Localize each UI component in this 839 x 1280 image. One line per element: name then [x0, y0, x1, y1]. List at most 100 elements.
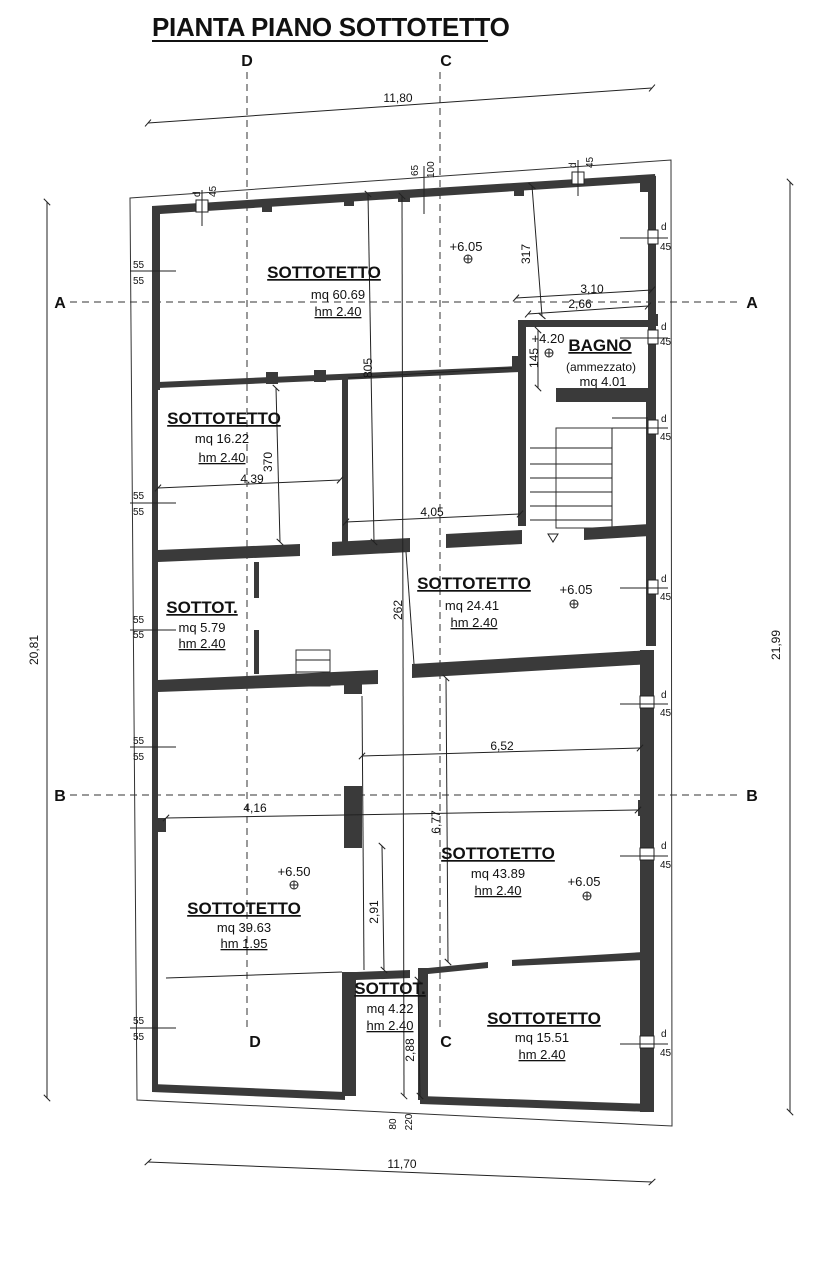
svg-text:hm 2.40: hm 2.40: [199, 450, 246, 465]
section-label-c-bottom: C: [440, 1034, 452, 1051]
dim-220: 220: [404, 1113, 415, 1130]
svg-text:45: 45: [660, 1048, 672, 1059]
dim-bottom-width: 11,70: [387, 1157, 416, 1171]
svg-text:SOTTOTETTO: SOTTOTETTO: [167, 409, 281, 428]
dim-top-width: 11,80: [383, 91, 412, 105]
svg-text:+6.05: +6.05: [450, 239, 483, 254]
dim-370: 370: [261, 452, 275, 472]
svg-text:SOTTOTETTO: SOTTOTETTO: [487, 1009, 601, 1028]
svg-text:SOTTOTETTO: SOTTOTETTO: [441, 844, 555, 863]
dim-310: 3,10: [580, 282, 604, 296]
dim-right-height: 21,99: [769, 630, 783, 660]
svg-text:mq 43.89: mq 43.89: [471, 866, 525, 881]
svg-text:hm 2.40: hm 2.40: [179, 636, 226, 651]
room-sottotetto-1: SOTTOTETTO mq 60.69 hm 2.40: [267, 263, 381, 319]
section-lines: [70, 72, 740, 1028]
dim-405: 4,05: [420, 505, 444, 519]
page-title: PIANTA PIANO SOTTOTETTO: [152, 12, 510, 42]
svg-text:SOTTOT.: SOTTOT.: [354, 979, 425, 998]
svg-text:55: 55: [133, 1032, 145, 1043]
section-label-d-top: D: [241, 53, 253, 70]
svg-text:45: 45: [585, 156, 596, 168]
room-sottotetto-4: SOTTOTETTO mq 43.89 hm 2.40: [441, 844, 555, 898]
section-label-c-top: C: [440, 53, 452, 70]
svg-text:d: d: [661, 574, 667, 585]
svg-text:hm 2.40: hm 2.40: [475, 883, 522, 898]
dim-262: 262: [391, 600, 405, 620]
svg-text:hm 2.40: hm 2.40: [451, 615, 498, 630]
svg-text:55: 55: [133, 736, 145, 747]
dim-805: 805: [361, 358, 375, 378]
svg-text:SOTTOTETTO: SOTTOTETTO: [417, 574, 531, 593]
level-icon: [569, 599, 579, 609]
room-sottotetto-6: SOTTOTETTO mq 15.51 hm 2.40: [487, 1009, 601, 1062]
level-icon: [544, 348, 554, 358]
svg-text:55: 55: [133, 276, 145, 287]
dim-145: 145: [527, 348, 541, 368]
level-icon: [289, 880, 299, 890]
dim-652: 6,52: [490, 739, 514, 753]
section-label-d-bottom: D: [249, 1034, 261, 1051]
svg-text:d: d: [661, 1029, 667, 1040]
window-labels: d 45 d 45 65 100 d 45 d 45 d 45 d 45 d 4…: [133, 156, 672, 1059]
svg-text:hm 2.40: hm 2.40: [315, 304, 362, 319]
section-label-a-right: A: [746, 295, 758, 312]
interior-dimension-lines: [154, 182, 656, 1100]
svg-text:45: 45: [660, 592, 672, 603]
svg-text:45: 45: [208, 185, 219, 197]
overall-dimension-lines: [43, 84, 794, 1186]
svg-text:d: d: [661, 322, 667, 333]
svg-text:+6.05: +6.05: [568, 874, 601, 889]
level-icon: [463, 254, 473, 264]
room-bagno: BAGNO (ammezzato) mq 4.01: [566, 336, 636, 389]
svg-text:d: d: [568, 162, 579, 168]
section-label-b-left: B: [54, 788, 66, 805]
svg-text:45: 45: [660, 432, 672, 443]
dim-439: 4,39: [240, 472, 264, 486]
svg-text:hm 1.95: hm 1.95: [221, 936, 268, 951]
svg-text:45: 45: [660, 337, 672, 348]
svg-text:mq 24.41: mq 24.41: [445, 598, 499, 613]
staircase: [530, 417, 648, 543]
svg-text:(ammezzato): (ammezzato): [566, 360, 636, 374]
dim-416: 4,16: [243, 801, 267, 815]
svg-text:45: 45: [660, 708, 672, 719]
svg-text:55: 55: [133, 260, 145, 271]
room-sottotetto-2: SOTTOTETTO mq 16.22 hm 2.40: [167, 409, 281, 465]
room-sottot-2: SOTTOT. mq 4.22 hm 2.40: [354, 979, 425, 1033]
svg-text:SOTTOTETTO: SOTTOTETTO: [267, 263, 381, 282]
svg-text:SOTTOT.: SOTTOT.: [166, 598, 237, 617]
level-markers: +6.05 +4.20 +6.05 +6.50 +6.05: [278, 239, 601, 901]
svg-text:mq 15.51: mq 15.51: [515, 1030, 569, 1045]
svg-text:55: 55: [133, 630, 145, 641]
site-boundary: [129, 159, 673, 1127]
section-label-a-left: A: [54, 295, 66, 312]
svg-text:SOTTOTETTO: SOTTOTETTO: [187, 899, 301, 918]
room-sottot-1: SOTTOT. mq 5.79 hm 2.40: [166, 598, 237, 651]
svg-text:mq 4.22: mq 4.22: [367, 1001, 414, 1016]
svg-text:d: d: [661, 841, 667, 852]
svg-text:d: d: [661, 222, 667, 233]
svg-text:55: 55: [133, 615, 145, 626]
svg-text:45: 45: [660, 860, 672, 871]
section-label-b-right: B: [746, 788, 758, 805]
svg-text:d: d: [661, 690, 667, 701]
svg-text:100: 100: [426, 161, 437, 178]
dim-80: 80: [388, 1118, 399, 1130]
svg-text:hm 2.40: hm 2.40: [367, 1018, 414, 1033]
svg-text:mq 5.79: mq 5.79: [179, 620, 226, 635]
svg-text:+4.20: +4.20: [532, 331, 565, 346]
svg-text:d: d: [192, 191, 203, 197]
svg-text:55: 55: [133, 491, 145, 502]
walls: [152, 174, 658, 1112]
svg-text:d: d: [661, 414, 667, 425]
room-sottotetto-3: SOTTOTETTO mq 24.41 hm 2.40: [417, 574, 531, 630]
dim-266: 2,66: [568, 297, 592, 311]
svg-text:mq 16.22: mq 16.22: [195, 431, 249, 446]
svg-text:55: 55: [133, 752, 145, 763]
dim-left-height: 20,81: [27, 635, 41, 665]
room-sottotetto-5: SOTTOTETTO mq 39.63 hm 1.95: [187, 899, 301, 951]
svg-text:mq 39.63: mq 39.63: [217, 920, 271, 935]
dim-317: 317: [519, 244, 533, 264]
